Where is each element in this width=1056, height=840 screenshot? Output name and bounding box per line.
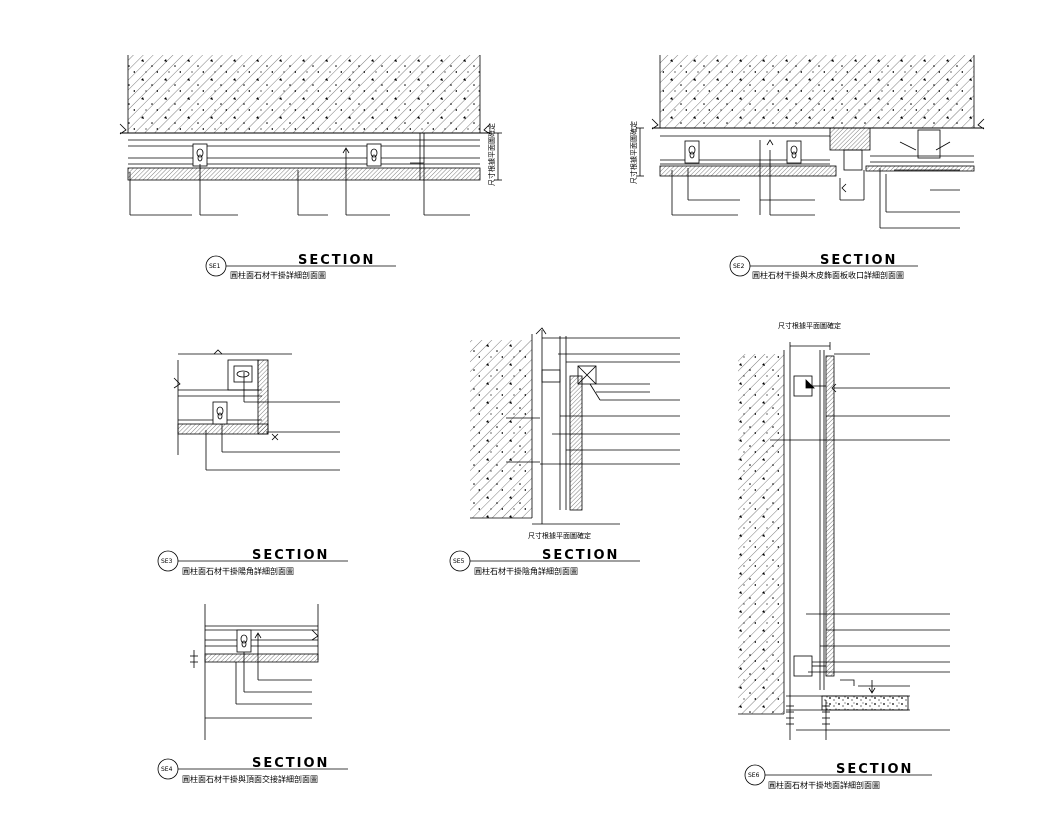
se6-dimension-note: 尺寸根據平面圖確定 bbox=[778, 321, 841, 330]
se3-tag: SE3 bbox=[161, 558, 173, 565]
se2-subtitle: 圓柱石材干掛與木皮飾面板收口詳細剖面圖 bbox=[752, 270, 904, 280]
se4-heading: SECTION bbox=[252, 756, 329, 771]
se5-subtitle: 圓柱石材干掛陰角詳細剖面圖 bbox=[474, 566, 578, 576]
se1-tag: SE1 bbox=[209, 263, 221, 270]
se3-subtitle: 圓柱面石材干掛陽角詳細剖面圖 bbox=[182, 566, 294, 576]
se6-tag: SE6 bbox=[748, 772, 760, 779]
section-se2-drawing bbox=[636, 55, 985, 229]
se1-heading: SECTION bbox=[298, 253, 375, 268]
title-se1: SE1 SECTION 圓柱面石材干掛詳細剖面圖 bbox=[205, 253, 396, 280]
section-se5-drawing bbox=[470, 327, 680, 525]
se2-heading: SECTION bbox=[820, 253, 897, 268]
section-se4-drawing bbox=[190, 604, 319, 740]
se3-heading: SECTION bbox=[252, 548, 329, 563]
title-se6: SE6 SECTION 圓柱面石材干掛地面詳細剖面圖 bbox=[744, 762, 932, 790]
se6-subtitle: 圓柱面石材干掛地面詳細剖面圖 bbox=[768, 780, 880, 790]
se2-tag: SE2 bbox=[733, 263, 745, 270]
se4-tag: SE4 bbox=[161, 766, 173, 773]
se5-dimension-note: 尺寸根據平面圖確定 bbox=[528, 531, 591, 540]
section-se3-drawing bbox=[173, 349, 340, 471]
section-se6-drawing bbox=[738, 342, 950, 740]
se1-subtitle: 圓柱面石材干掛詳細剖面圖 bbox=[230, 270, 326, 280]
se1-dimension-note: 尺寸根據平面圖確定 bbox=[487, 123, 496, 186]
se6-heading: SECTION bbox=[836, 762, 913, 777]
title-se5: SE5 SECTION 圓柱石材干掛陰角詳細剖面圖 bbox=[449, 548, 640, 576]
se5-tag: SE5 bbox=[453, 558, 465, 565]
se5-heading: SECTION bbox=[542, 548, 619, 563]
title-se3: SE3 SECTION 圓柱面石材干掛陽角詳細剖面圖 bbox=[157, 548, 348, 576]
se2-dimension-note: 尺寸根據平面圖確定 bbox=[629, 121, 638, 184]
se4-subtitle: 圓柱面石材干掛與頂面交接詳細剖面圖 bbox=[182, 774, 318, 784]
title-se2: SE2 SECTION 圓柱石材干掛與木皮飾面板收口詳細剖面圖 bbox=[729, 253, 918, 280]
title-se4: SE4 SECTION 圓柱面石材干掛與頂面交接詳細剖面圖 bbox=[157, 756, 348, 784]
section-se1-drawing bbox=[119, 55, 502, 216]
